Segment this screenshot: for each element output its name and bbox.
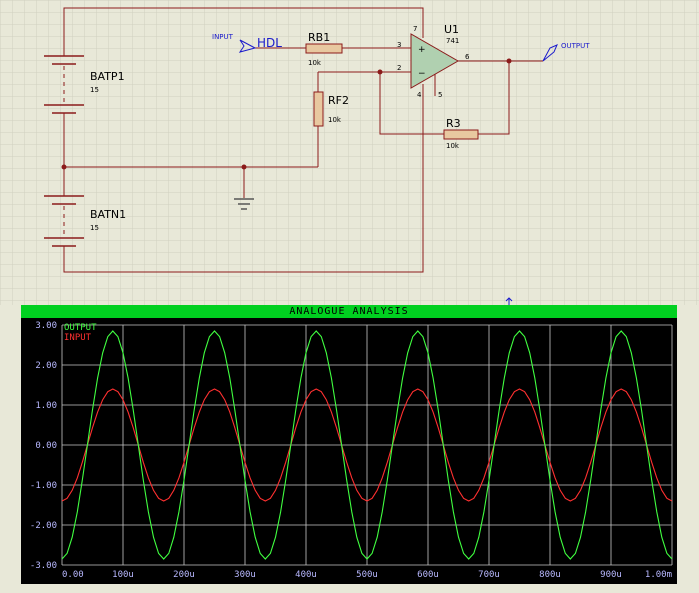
batp-name: BATP1 <box>90 70 125 83</box>
battery-batp1[interactable]: BATP1 15 <box>44 55 125 114</box>
u1-name: U1 <box>444 23 459 36</box>
u1-pin3: 3 <box>397 41 401 49</box>
legend-input: INPUT <box>64 333 92 343</box>
rf2-name: RF2 <box>328 94 349 107</box>
rf2-value: 10k <box>328 116 342 124</box>
r3-value: 10k <box>446 142 460 150</box>
x-tick-label: 900u <box>600 570 622 580</box>
graph-title: ANALOGUE ANALYSIS <box>21 305 677 318</box>
graph-plot: 3.00 2.00 1.00 0.00 -1.00 -2.00 -3.00 0.00 100u 2… <box>30 321 673 580</box>
output-label: OUTPUT <box>561 42 590 50</box>
x-tick-label: 600u <box>417 570 439 580</box>
battery-batn1[interactable]: BATN1 15 <box>44 195 126 247</box>
x-tick-label: 200u <box>173 570 195 580</box>
batp-value: 15 <box>90 86 99 94</box>
y-tick-label: -2.00 <box>30 521 57 531</box>
ground-symbol <box>234 198 254 210</box>
input-terminal[interactable]: INPUT HDL <box>212 33 282 53</box>
y-tick-label: -3.00 <box>30 561 57 571</box>
r3-name: R3 <box>446 117 461 130</box>
x-tick-label: 800u <box>539 570 561 580</box>
output-terminal[interactable]: OUTPUT <box>542 42 590 62</box>
x-tick-label: 500u <box>356 570 378 580</box>
x-tick-label: 100u <box>112 570 134 580</box>
opamp-u1[interactable]: + − U1 741 3 2 6 7 4 5 <box>397 23 470 99</box>
input-label: INPUT <box>212 33 234 41</box>
y-tick-label: 2.00 <box>35 361 57 371</box>
legend-output: OUTPUT <box>64 323 97 333</box>
u1-part: 741 <box>446 37 459 45</box>
batn-name: BATN1 <box>90 208 126 221</box>
y-tick-label: -1.00 <box>30 481 57 491</box>
resistor-r3[interactable]: R3 10k <box>443 117 479 150</box>
x-tick-label: 300u <box>234 570 256 580</box>
resistor-rb1[interactable]: RB1 10k <box>305 31 343 67</box>
resistor-rf2[interactable]: RF2 10k <box>313 91 349 127</box>
rb1-name: RB1 <box>308 31 330 44</box>
u1-plus: + <box>418 45 426 55</box>
u1-pin7: 7 <box>413 25 417 33</box>
u1-pin2: 2 <box>397 64 401 72</box>
analogue-analysis-graph[interactable]: ANALOGUE ANALYSIS 3.00 2.00 1.00 0.00 -1.00 -… <box>21 305 677 584</box>
rb1-value: 10k <box>308 59 322 67</box>
batn-value: 15 <box>90 224 99 232</box>
u1-pin4: 4 <box>417 91 422 99</box>
x-tick-label: 0.00 <box>62 570 84 580</box>
cursor-marker <box>505 297 513 305</box>
x-tick-label: 1.00m <box>645 570 672 580</box>
x-tick-label: 700u <box>478 570 500 580</box>
trace-input <box>61 388 673 502</box>
y-tick-label: 3.00 <box>35 321 57 331</box>
junction-dots <box>61 58 512 170</box>
wires <box>63 7 543 273</box>
hdl-label: HDL <box>257 36 282 50</box>
schematic-canvas[interactable]: BATP1 15 BATN1 15 RB1 10k RF2 10k R3 10k <box>0 0 699 305</box>
u1-pin6: 6 <box>465 53 470 61</box>
y-tick-label: 1.00 <box>35 401 57 411</box>
x-tick-label: 400u <box>295 570 317 580</box>
y-tick-label: 0.00 <box>35 441 57 451</box>
u1-pin5: 5 <box>438 91 442 99</box>
u1-minus: − <box>418 69 426 79</box>
trace-output <box>61 330 673 560</box>
